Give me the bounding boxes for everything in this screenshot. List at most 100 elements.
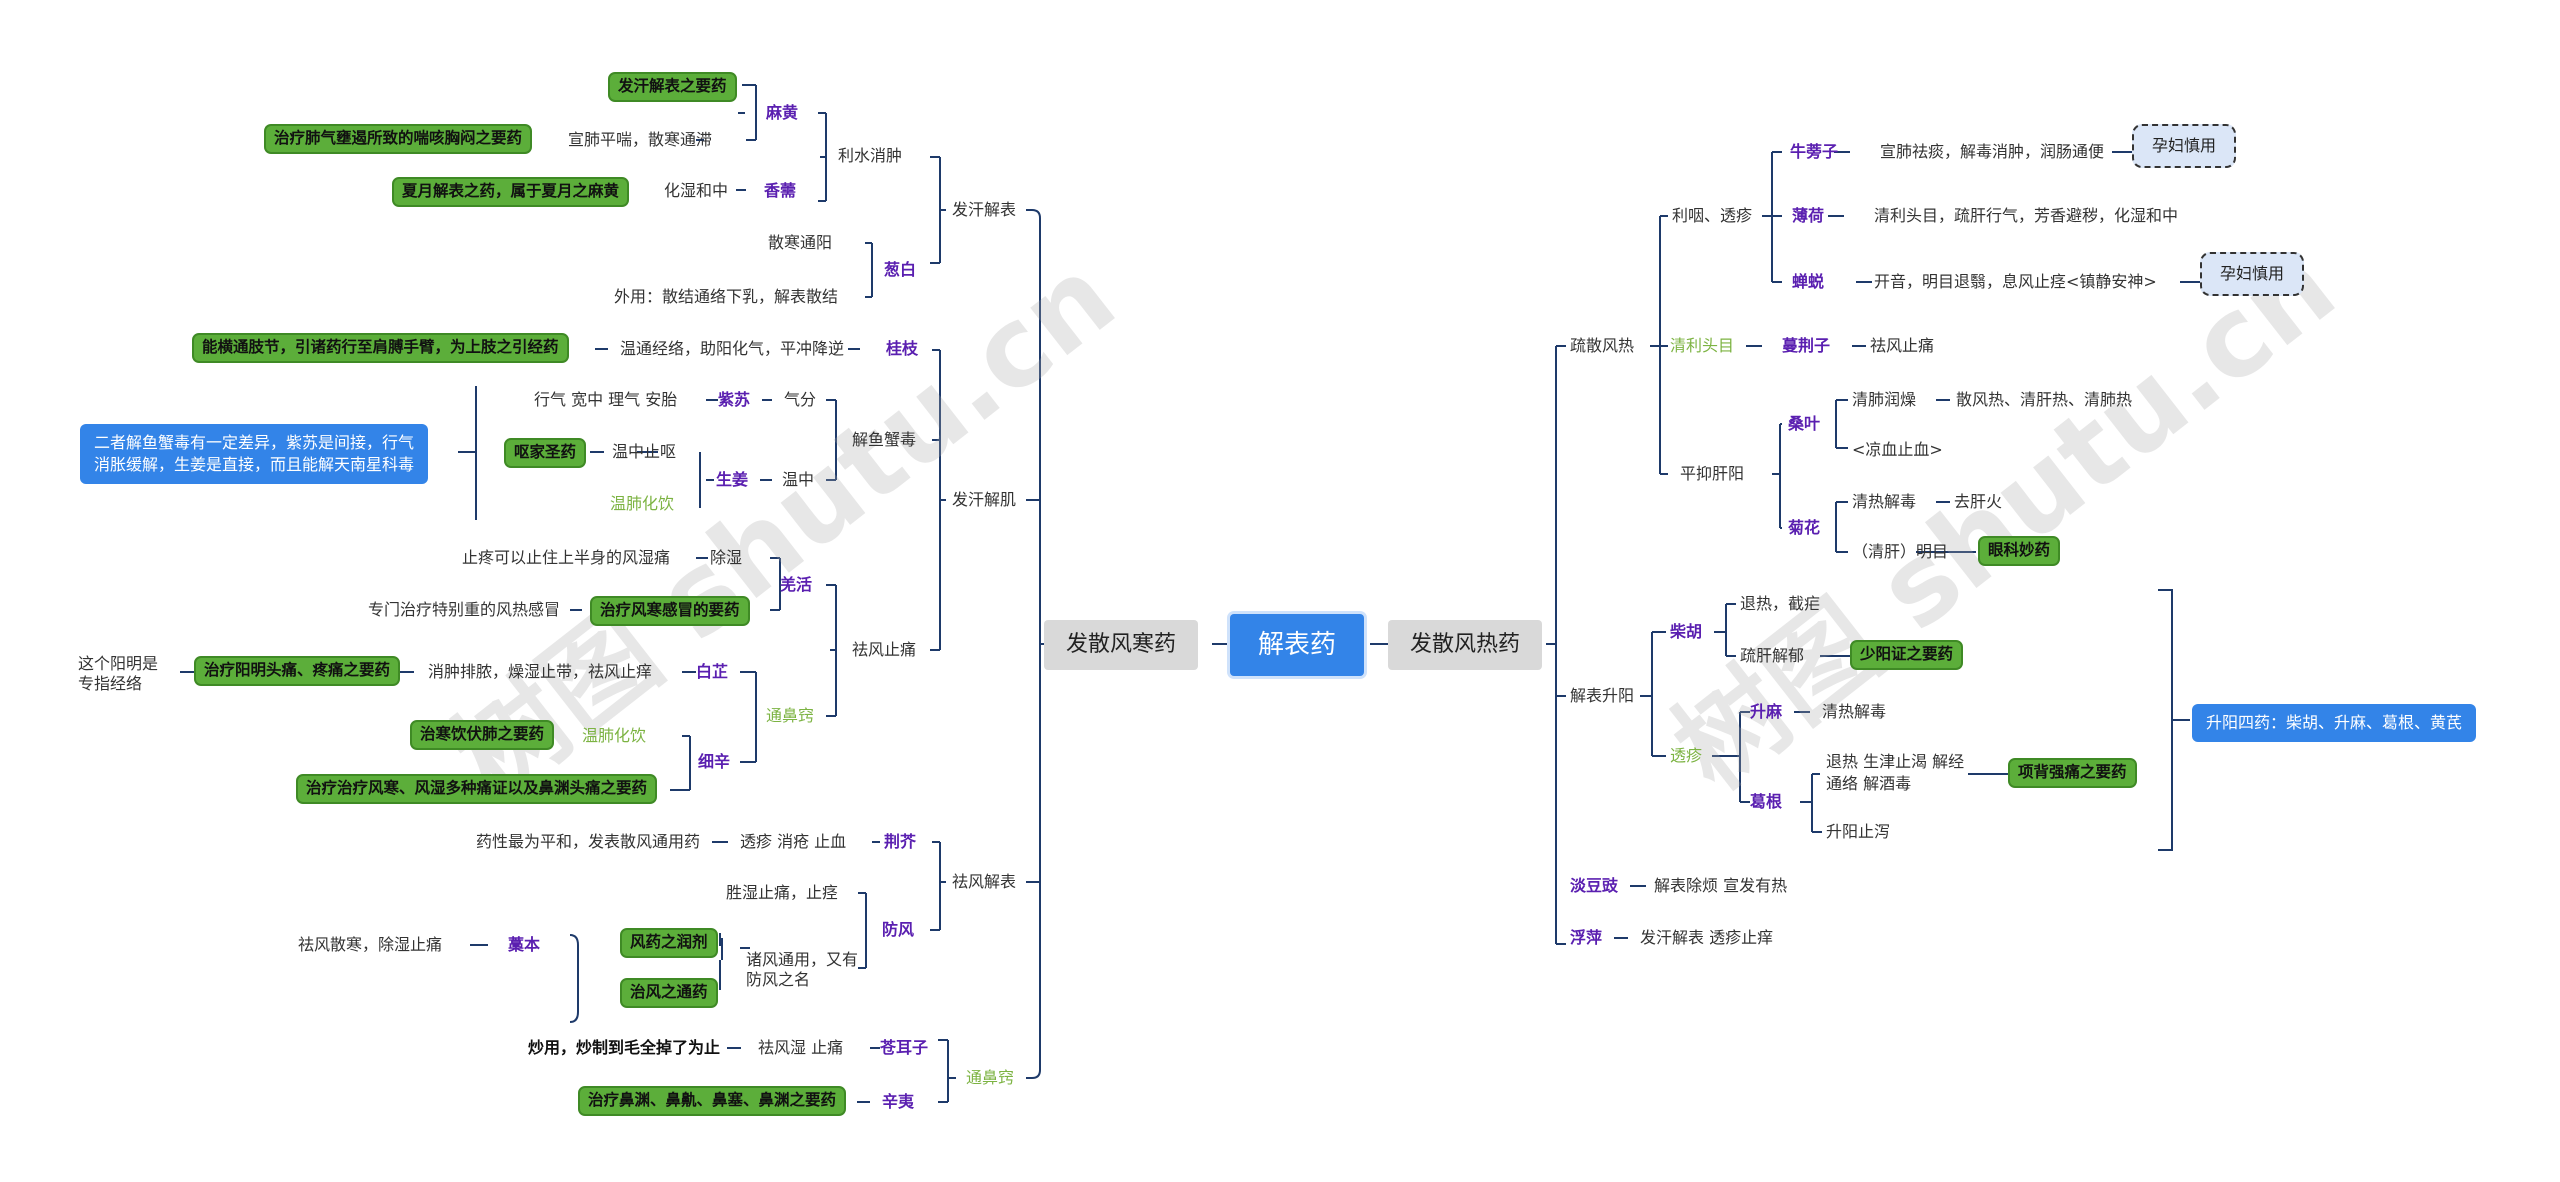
baizhi-note: 这个阳明是专指经络 (78, 654, 159, 693)
xixin-cat: 温肺化饮 (582, 726, 647, 745)
congbai-effect-2: 外用：散结通络下乳，解表散结 (614, 287, 839, 306)
herb-congbai[interactable]: 葱白 (884, 260, 917, 279)
gegen-effect-1b: 通络 解酒毒 (1826, 774, 1912, 793)
manjingzi-effect: 祛风止痛 (1870, 336, 1935, 355)
niubangzi-caution[interactable]: 孕妇慎用 (2132, 124, 2237, 168)
chaihu-effect-1: 退热，截疟 (1740, 594, 1821, 613)
qianghuo-effect-2: 止疼可以止住上半身的风湿痛 (462, 548, 671, 567)
juhua-key[interactable]: 眼科妙药 (1978, 536, 2061, 566)
herb-fuping[interactable]: 浮萍 (1570, 928, 1603, 947)
mahuang-key-2[interactable]: 治疗肺气壅遏所致的喘咳胸闷之要药 (264, 124, 533, 154)
cat-release-muscle[interactable]: 发汗解肌 (952, 490, 1017, 509)
juhua-effect-1: 清热解毒 (1852, 492, 1917, 511)
fangfeng-key-1[interactable]: 风药之润剂 (620, 928, 718, 958)
herb-shengma[interactable]: 升麻 (1750, 702, 1783, 721)
herb-chantui[interactable]: 蝉蜕 (1792, 272, 1825, 291)
baizhi-key[interactable]: 治疗阳明头痛、疼痛之要药 (194, 656, 401, 686)
zisu-effect: 行气 宽中 理气 安胎 (534, 390, 678, 409)
cat-sweat-release[interactable]: 发汗解表 (952, 200, 1017, 219)
shengjiang-effect: 温中止呕 (612, 442, 677, 461)
mahuang-effect: 宣肺平喘，散寒通滞 (568, 130, 713, 149)
branch-wind-heat[interactable]: 发散风热药 (1388, 620, 1543, 670)
cat-open-nose-1: 通鼻窍 (766, 706, 815, 725)
herb-gegen[interactable]: 葛根 (1750, 792, 1783, 811)
herb-xixin[interactable]: 细辛 (698, 752, 731, 771)
herb-bohe[interactable]: 薄荷 (1792, 206, 1825, 225)
guizhi-key[interactable]: 能横通肢节，引诸药行至肩膊手臂，为上肢之引经药 (192, 333, 569, 363)
shengjiang-key[interactable]: 呕家圣药 (504, 438, 587, 468)
sangye-effect-3: <凉血止血> (1852, 440, 1943, 459)
dandouchi-effect: 解表除烦 宣发有热 (1654, 876, 1788, 895)
juhua-effect-2: 去肝火 (1954, 492, 2003, 511)
cat-fish-crab-detox[interactable]: 解鱼蟹毒 (852, 430, 917, 449)
cat-rash: 透疹 (1670, 746, 1703, 765)
xiangru-key[interactable]: 夏月解表之药，属于夏月之麻黄 (392, 177, 630, 207)
herb-niubangzi[interactable]: 牛蒡子 (1790, 142, 1839, 161)
herb-mahuang[interactable]: 麻黄 (766, 103, 799, 122)
branch-wind-cold[interactable]: 发散风寒药 (1044, 620, 1199, 670)
chantui-effect: 开音，明目退翳，息风止痉<镇静安神> (1874, 272, 2157, 291)
xiangru-effect: 化湿和中 (664, 181, 729, 200)
guizhi-effect: 温通经络，助阳化气，平冲降逆 (620, 339, 845, 358)
cangerzi-note: 炒用，炒制到毛全掉了为止 (528, 1038, 721, 1057)
niubangzi-effect: 宣肺祛痰，解毒消肿，润肠通便 (1880, 142, 2105, 161)
herb-sangye[interactable]: 桑叶 (1788, 414, 1821, 433)
herb-guizhi[interactable]: 桂枝 (886, 339, 919, 358)
qianghuo-effect-3: 专门治疗特别重的风热感冒 (368, 600, 561, 619)
chaihu-effect-2: 疏肝解郁 (1740, 646, 1805, 665)
bohe-effect: 清利头目，疏肝行气，芳香避秽，化湿和中 (1874, 206, 2179, 225)
herb-shengjiang[interactable]: 生姜 (716, 470, 749, 489)
herb-xiangru[interactable]: 香薷 (764, 181, 797, 200)
shengjiang-cat: 温肺化饮 (610, 494, 675, 513)
herb-zisu[interactable]: 紫苏 (718, 390, 751, 409)
cat-diuresis[interactable]: 利水消肿 (838, 146, 903, 165)
cat-dispel-wind-pain[interactable]: 祛风止痛 (852, 640, 917, 659)
gegen-key[interactable]: 项背强痛之要药 (2008, 758, 2137, 788)
cat-dispel-wind-release[interactable]: 祛风解表 (952, 872, 1017, 891)
cat-clear-head: 清利头目 (1670, 336, 1735, 355)
herb-cangerzi[interactable]: 苍耳子 (880, 1038, 929, 1057)
herb-baizhi[interactable]: 白芷 (696, 662, 729, 681)
raise-yang-note[interactable]: 升阳四药：柴胡、升麻、葛根、黄芪 (2192, 704, 2477, 742)
cat-disperse-heat[interactable]: 疏散风热 (1570, 336, 1635, 355)
herb-dandouchi[interactable]: 淡豆豉 (1570, 876, 1619, 895)
herb-jingjie[interactable]: 荆芥 (884, 832, 917, 851)
jingjie-effect-1: 透疹 消疮 止血 (740, 832, 847, 851)
qianghuo-key[interactable]: 治疗风寒感冒的要药 (590, 596, 750, 626)
herb-gaoben[interactable]: 藁本 (508, 935, 541, 954)
xinyi-key[interactable]: 治疗鼻渊、鼻鼽、鼻塞、鼻渊之要药 (578, 1086, 847, 1116)
zisu-qi: 气分 (784, 390, 817, 409)
herb-xinyi[interactable]: 辛夷 (882, 1092, 915, 1111)
chantui-caution[interactable]: 孕妇慎用 (2200, 252, 2305, 296)
cat-open-nose-2: 通鼻窍 (966, 1068, 1015, 1087)
cat-throat-rash[interactable]: 利咽、透疹 (1672, 206, 1753, 225)
xixin-key-1[interactable]: 治寒饮伏肺之要药 (410, 720, 555, 750)
juhua-effect-3: （清肝）明目 (1852, 542, 1949, 561)
herb-qianghuo[interactable]: 羌活 (780, 575, 813, 594)
herb-juhua[interactable]: 菊花 (1788, 518, 1821, 537)
cat-release-raise-yang[interactable]: 解表升阳 (1570, 686, 1635, 705)
qianghuo-effect-1: 除湿 (710, 548, 743, 567)
fuping-effect: 发汗解表 透疹止痒 (1640, 928, 1774, 947)
gegen-effect-2: 升阳止泻 (1826, 822, 1891, 841)
sangye-effect-1: 清肺润燥 (1852, 390, 1917, 409)
mahuang-key-1[interactable]: 发汗解表之要药 (608, 72, 737, 102)
fangfeng-key-2[interactable]: 治风之通药 (620, 978, 718, 1008)
xixin-key-2[interactable]: 治疗治疗风寒、风湿多种痛证以及鼻渊头痛之要药 (296, 774, 658, 804)
root-node[interactable]: 解表药 (1230, 614, 1365, 676)
zisu-shengjiang-note[interactable]: 二者解鱼蟹毒有一定差异，紫苏是间接，行气消胀缓解，生姜是直接，而且能解天南星科毒 (80, 424, 428, 484)
sangye-effect-2: 散风热、清肝热、清肺热 (1956, 390, 2133, 409)
congbai-effect-1: 散寒通阳 (768, 233, 833, 252)
herb-manjingzi[interactable]: 蔓荆子 (1782, 336, 1831, 355)
herb-fangfeng[interactable]: 防风 (882, 920, 915, 939)
gaoben-effect: 祛风散寒，除湿止痛 (298, 935, 443, 954)
fangfeng-effect-1: 胜湿止痛，止痉 (726, 883, 839, 902)
gegen-effect-1: 退热 生津止渴 解经 (1826, 752, 1965, 771)
shengma-effect: 清热解毒 (1822, 702, 1887, 721)
herb-chaihu[interactable]: 柴胡 (1670, 622, 1703, 641)
chaihu-key[interactable]: 少阳证之要药 (1850, 640, 1964, 670)
cat-calm-liver[interactable]: 平抑肝阳 (1680, 464, 1745, 483)
baizhi-effect: 消肿排脓，燥湿止带，祛风止痒 (428, 662, 653, 681)
